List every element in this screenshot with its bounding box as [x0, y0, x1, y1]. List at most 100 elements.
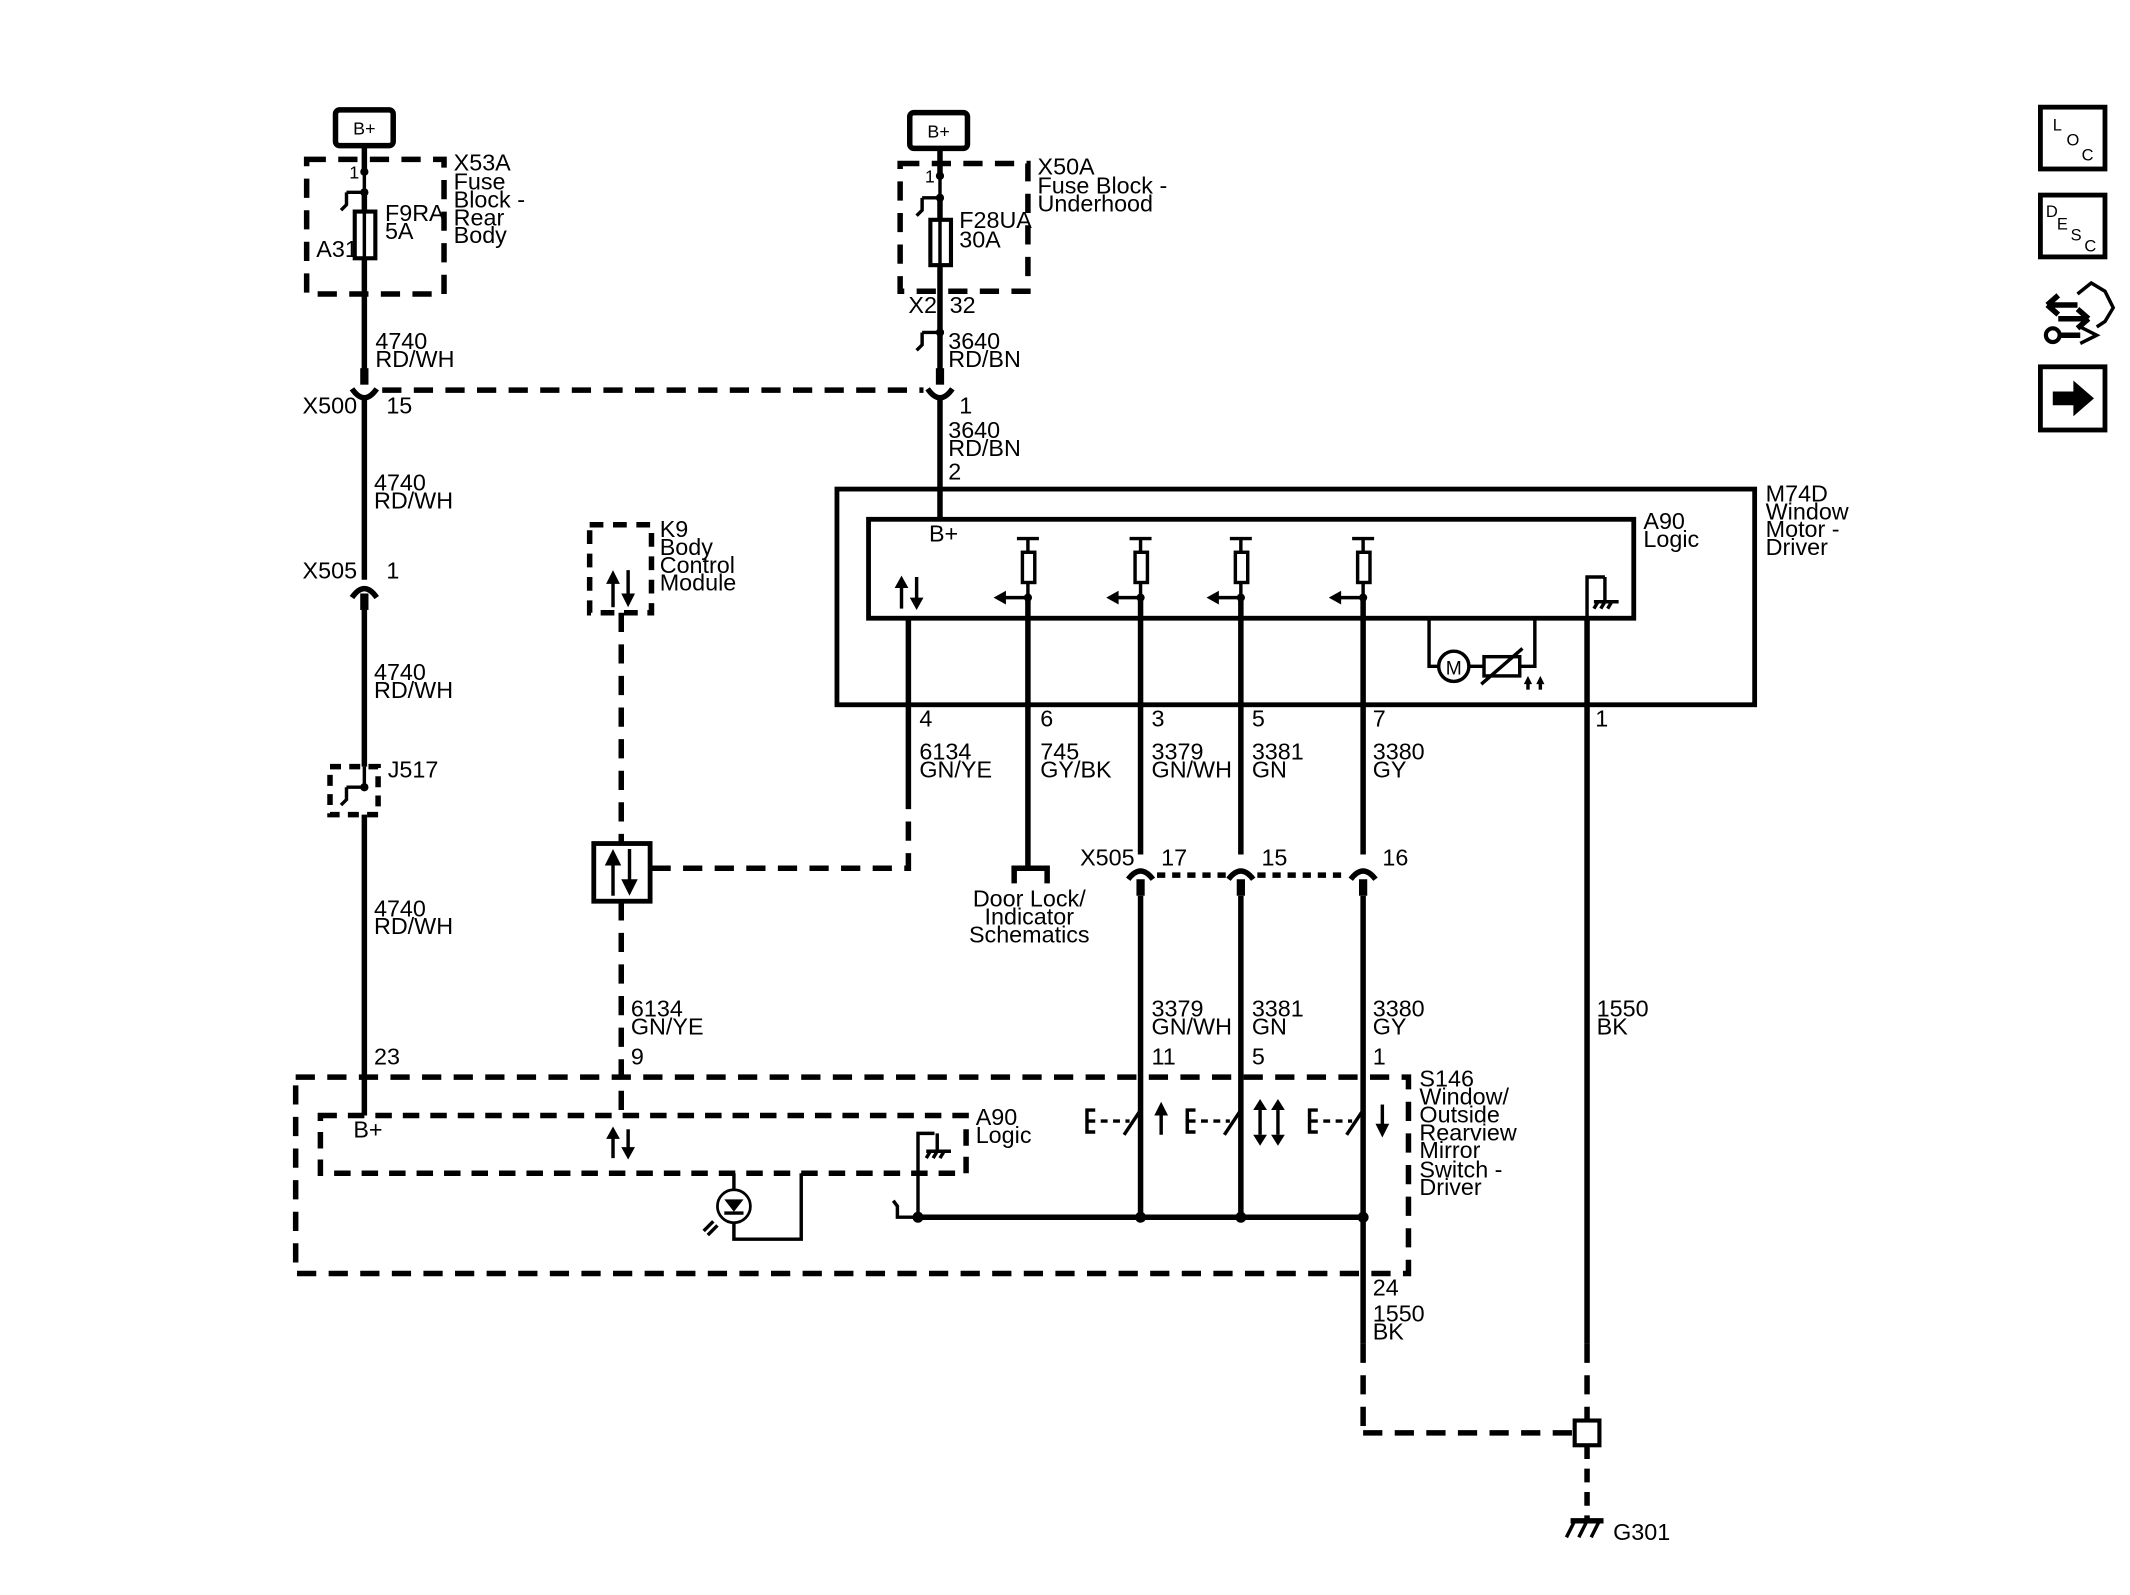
- switch-desc1: Window/: [1419, 1084, 1509, 1110]
- splice-j517: J517: [327, 757, 439, 818]
- wire-1550-b-num: 1550: [1373, 1301, 1425, 1327]
- wire-3380-a-num: 3380: [1373, 739, 1425, 765]
- wire-3379-b-num: 3379: [1152, 996, 1204, 1022]
- wire-3381-a-color: GN: [1252, 757, 1287, 783]
- loc-letter-c: C: [2082, 147, 2094, 165]
- wire-1550-a-color: BK: [1597, 1013, 1629, 1039]
- wire-1550-a-num: 1550: [1597, 996, 1649, 1022]
- connector-repair-button[interactable]: [2043, 280, 2116, 345]
- wire-3381-b-color: GN: [1252, 1013, 1287, 1039]
- motor-desc1: Window: [1766, 498, 1849, 524]
- arrow-right-icon: [2052, 380, 2094, 417]
- wire-1550-b-color: BK: [1373, 1318, 1405, 1344]
- fuse-underhood-name: F28UA: [959, 207, 1032, 233]
- wire-3380-b-color: GY: [1373, 1013, 1407, 1039]
- x505-lower-label: X505: [1080, 845, 1135, 871]
- switch-logic-label: Logic: [976, 1122, 1032, 1148]
- switch-logic-id: A90: [976, 1104, 1018, 1130]
- wire-6134-b-color: GN/YE: [631, 1013, 704, 1039]
- fuse-rear-desc2: Block -: [454, 186, 525, 212]
- wire-6134-b-num: 6134: [631, 996, 683, 1022]
- wire-4740-d-num: 4740: [374, 895, 426, 921]
- wire-4740-a-color: RD/WH: [375, 346, 454, 372]
- fuse-underhood-rating: 30A: [959, 226, 1001, 252]
- switch-pin-5: 5: [1252, 1044, 1265, 1070]
- switch-contact-express: [1185, 1077, 1285, 1146]
- wire-745-num: 745: [1040, 739, 1079, 765]
- connector-x505-top: X505 1: [303, 557, 399, 610]
- loc-button[interactable]: L O C: [2038, 104, 2108, 172]
- fuse-underhood-pin: 1: [925, 167, 935, 187]
- motor-input-circuits: [993, 536, 1375, 605]
- fuse-block-rear: 1 A31 F9RA 5A X53A Fuse Block - Rear Bod…: [303, 149, 525, 371]
- door-lock-line2: Indicator: [985, 904, 1075, 930]
- switch-data-icon: [606, 1126, 635, 1160]
- bplus-underhood-group: B+: [907, 109, 971, 176]
- x505-pin-15: 15: [1261, 845, 1287, 871]
- switch-desc4: Mirror: [1419, 1137, 1480, 1163]
- k9-id: K9: [660, 516, 689, 542]
- wire-3640-a-num: 3640: [948, 328, 1000, 354]
- g301-label: G301: [1613, 1519, 1670, 1545]
- switch-pin-1: 1: [1373, 1044, 1386, 1070]
- fuse-block-underhood: 1 F28UA 30A X50A Fuse Block - Underhood …: [897, 153, 1168, 371]
- switch-desc3: Rearview: [1419, 1119, 1516, 1145]
- desc-button[interactable]: D E S C: [2038, 192, 2108, 260]
- bplus-rear-label: B+: [353, 119, 375, 139]
- switch-contact-up: [1085, 1077, 1169, 1136]
- motor-pin-2: 2: [948, 458, 961, 484]
- motor-symbol: M: [1446, 659, 1462, 680]
- wire-3640-b-num: 3640: [948, 417, 1000, 443]
- door-lock-line3: Schematics: [969, 921, 1090, 947]
- desc-letter-s: S: [2071, 226, 2082, 244]
- motor-logic-id: A90: [1643, 508, 1685, 534]
- motor-id: M74D: [1766, 480, 1828, 506]
- wire-4740-c-color: RD/WH: [374, 677, 453, 703]
- ground-splice-box: [1572, 1418, 1602, 1448]
- wire-4740-a-num: 4740: [375, 328, 427, 354]
- j517-label: J517: [388, 757, 439, 783]
- k9-line1: Body: [660, 534, 714, 560]
- fuse-underhood-desc1: Fuse Block -: [1038, 173, 1168, 199]
- wire-3640-b-color: RD/BN: [948, 435, 1021, 461]
- x505-pin-16: 16: [1382, 845, 1408, 871]
- fuse-underhood-desc2: Underhood: [1038, 191, 1154, 217]
- wire-745-color: GY/BK: [1040, 757, 1112, 783]
- k9-line3: Module: [660, 570, 737, 596]
- wire-6134-a-color: GN/YE: [919, 757, 992, 783]
- wire-3380-a-color: GY: [1373, 757, 1407, 783]
- wire-3381-b-num: 3381: [1252, 996, 1304, 1022]
- x505-pin: 1: [386, 557, 399, 583]
- switch-desc6: Driver: [1419, 1174, 1481, 1200]
- led-indicator-icon: [702, 1173, 803, 1241]
- connector-x500: X500 15 1: [303, 387, 972, 419]
- switch-bplus: B+: [353, 1117, 382, 1143]
- wire-4740-b-color: RD/WH: [374, 487, 453, 513]
- connector-x505-lower: X505 17 15 16: [1080, 845, 1408, 896]
- desc-letter-e: E: [2057, 215, 2068, 233]
- fuse-rear-name: F9RA: [385, 200, 445, 226]
- wire-3381-a-num: 3381: [1252, 739, 1304, 765]
- fuse-rear-pin: 1: [349, 163, 359, 183]
- fuse-underhood-connector: X50A: [1038, 153, 1096, 179]
- motor-pin-6: 6: [1040, 706, 1053, 732]
- desc-letter-d: D: [2046, 203, 2058, 221]
- motor-desc3: Driver: [1766, 534, 1828, 560]
- fuse-rear-rating: 5A: [385, 218, 414, 244]
- loc-letter-o: O: [2067, 132, 2080, 150]
- serial-data-splice: [591, 841, 653, 904]
- switch-pin-11: 11: [1152, 1044, 1176, 1070]
- switch-id: S146: [1419, 1066, 1474, 1092]
- motor-pin-5: 5: [1252, 706, 1265, 732]
- fuse-underhood-pin32: 32: [950, 292, 976, 318]
- fuse-rear-desc3: Rear: [454, 204, 505, 230]
- switch-contact-down: [1307, 1077, 1390, 1138]
- wire-6134-a-num: 6134: [919, 739, 971, 765]
- switch-pin-24: 24: [1373, 1275, 1399, 1301]
- bidirectional-data-icon: [894, 575, 924, 610]
- ground-g301-icon: [1564, 1518, 1604, 1539]
- body-control-module-k9: K9 Body Control Module: [586, 516, 737, 616]
- wire-3379-b-color: GN/WH: [1152, 1013, 1232, 1039]
- next-page-button[interactable]: [2038, 364, 2108, 433]
